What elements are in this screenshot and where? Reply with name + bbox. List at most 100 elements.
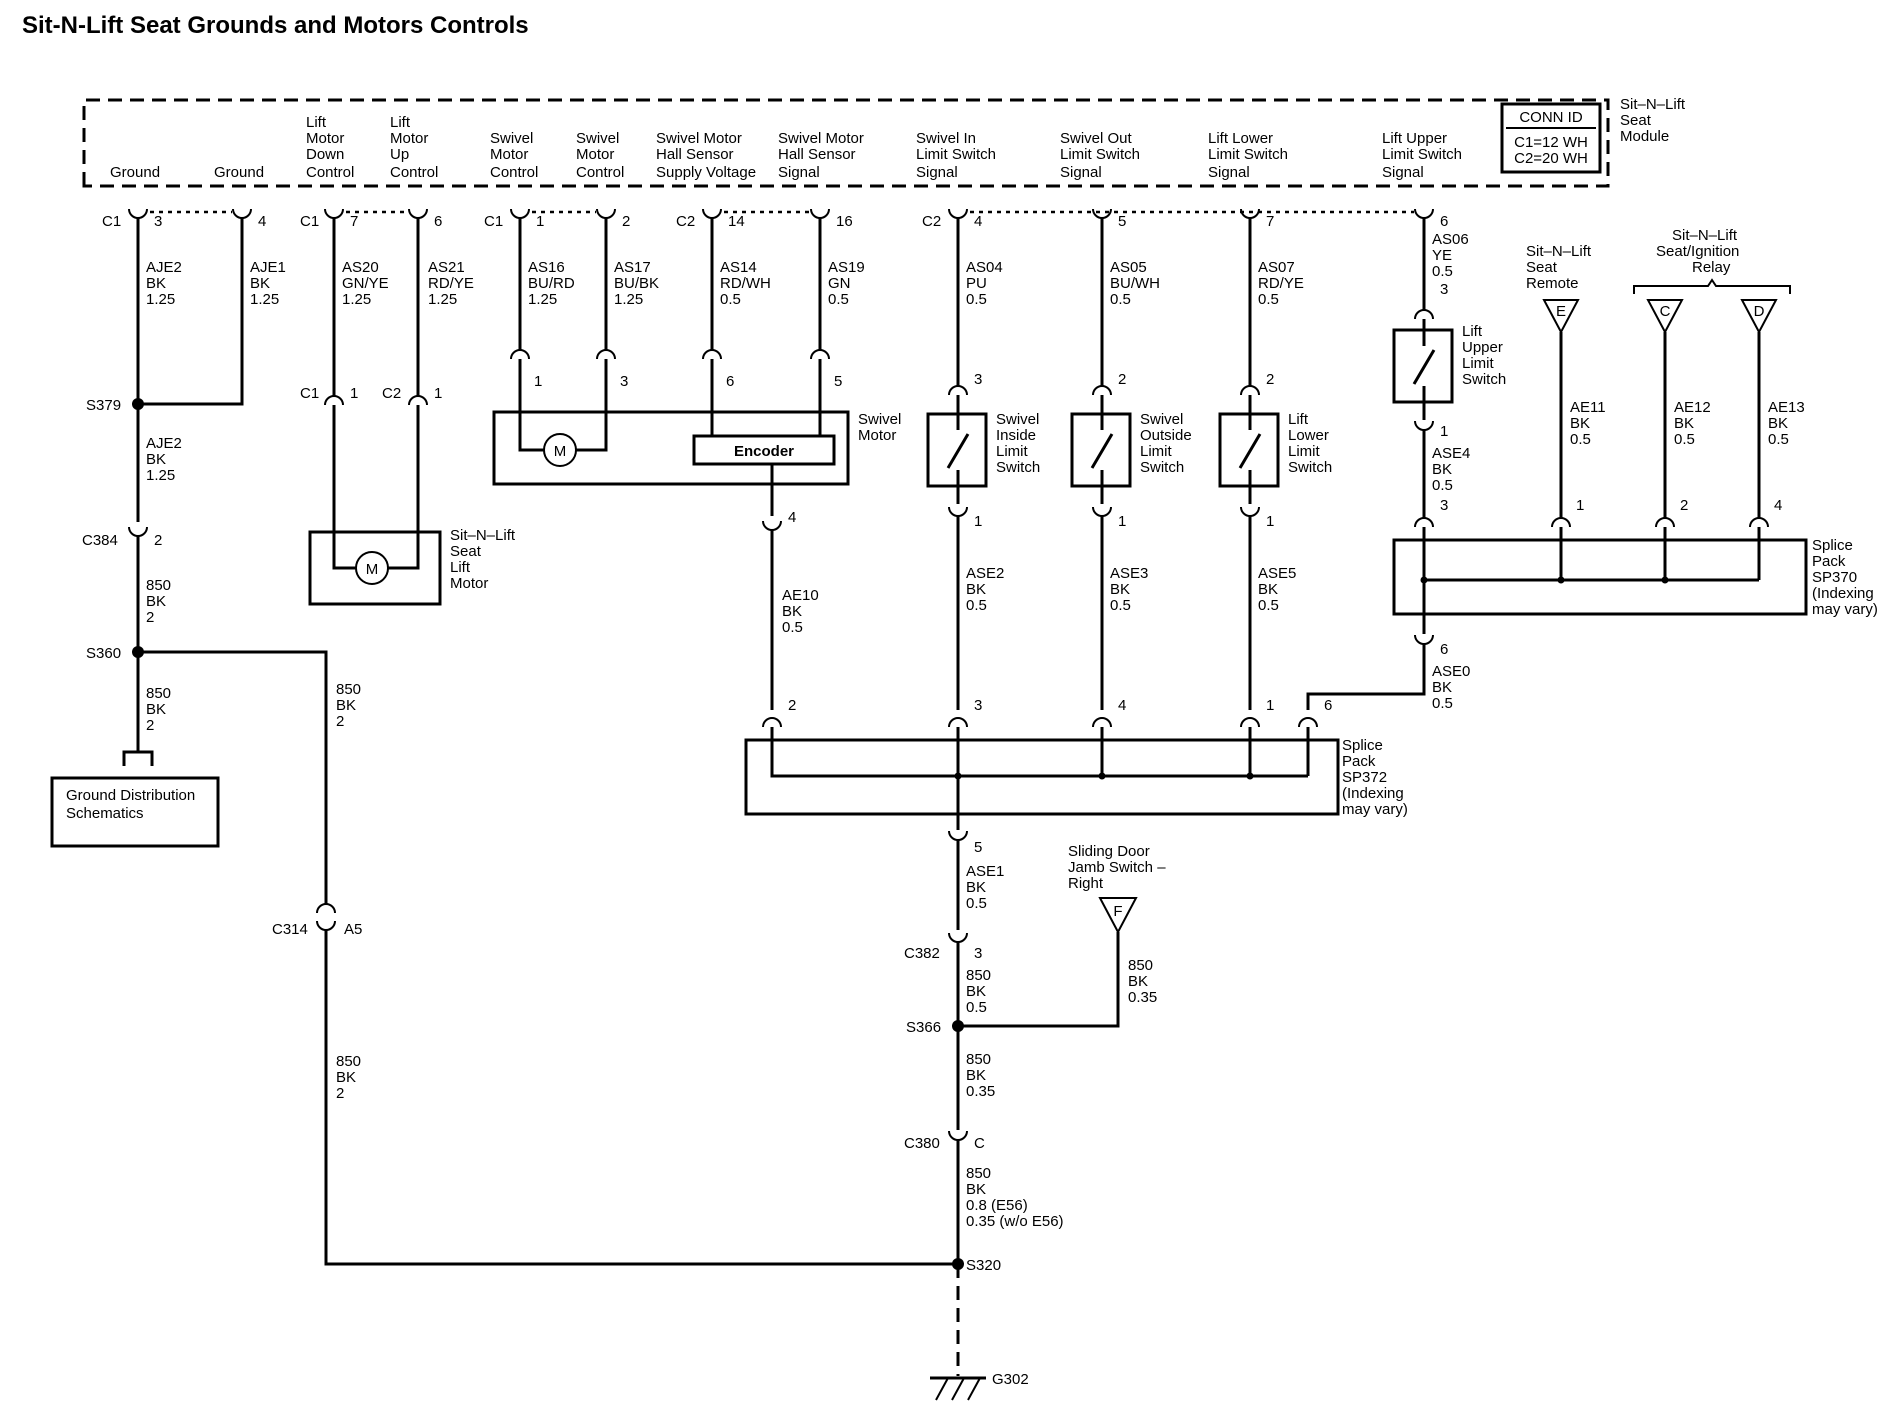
sw-in-pin-3: 3 bbox=[974, 371, 982, 388]
lift-motor-symbol: M bbox=[366, 561, 379, 578]
sp372-pin-1: 1 bbox=[1266, 697, 1274, 714]
sp372-pin-4: 4 bbox=[1118, 697, 1126, 714]
flag-f-letter: F bbox=[1113, 903, 1122, 920]
svg-text:Ground: Ground bbox=[214, 164, 264, 181]
lift-motor-conn-c1: C1 bbox=[300, 385, 319, 402]
lift-motor-pin-1: 1 bbox=[350, 385, 358, 402]
c380-pin: C bbox=[974, 1135, 985, 1152]
pin-4: 4 bbox=[258, 213, 266, 230]
c384-pin: 2 bbox=[154, 532, 162, 549]
conn-c1-c: C1 bbox=[484, 213, 503, 230]
page-title: Sit-N-Lift Seat Grounds and Motors Contr… bbox=[22, 12, 529, 39]
c314-pin: A5 bbox=[344, 921, 362, 938]
sw-in-pin-1: 1 bbox=[974, 513, 982, 530]
pin-7b: 7 bbox=[1266, 213, 1274, 230]
pin-6b: 6 bbox=[1440, 213, 1448, 230]
sp372-pin-6: 6 bbox=[1324, 697, 1332, 714]
lift-upper-pin-3: 3 bbox=[1440, 281, 1448, 298]
sw-out-pin-2: 2 bbox=[1118, 371, 1126, 388]
swivel-pin-5: 5 bbox=[834, 373, 842, 390]
sp372-pin-2: 2 bbox=[788, 697, 796, 714]
encoder-box bbox=[692, 434, 836, 466]
s320-label: S320 bbox=[966, 1257, 1001, 1274]
c382-label: C382 bbox=[904, 945, 940, 962]
flag-e-letter: E bbox=[1556, 303, 1566, 320]
conn-id-title: CONN ID bbox=[1519, 109, 1583, 126]
flag-c bbox=[1646, 299, 1684, 335]
c382-pin: 3 bbox=[974, 945, 982, 962]
swivel-pin-6: 6 bbox=[726, 373, 734, 390]
conn-c1-a: C1 bbox=[102, 213, 121, 230]
s366-label: S366 bbox=[906, 1019, 941, 1036]
module-name: Sit–N–Lift Seat Module bbox=[1620, 96, 1689, 145]
c314-label: C314 bbox=[272, 921, 308, 938]
conn-c1-b: C1 bbox=[300, 213, 319, 230]
pin-16: 16 bbox=[836, 213, 853, 230]
conn-c2-b: C2 bbox=[922, 213, 941, 230]
sp370-pin-1: 1 bbox=[1576, 497, 1584, 514]
s360-label: S360 bbox=[86, 645, 121, 662]
pin-1: 1 bbox=[536, 213, 544, 230]
flag-d-letter: D bbox=[1754, 303, 1765, 320]
splice-pack-sp370 bbox=[1392, 538, 1808, 616]
sp372-pin-5: 5 bbox=[974, 839, 982, 856]
encoder-pin-4: 4 bbox=[788, 509, 796, 526]
encoder-label: Encoder bbox=[734, 443, 794, 460]
sw-out-pin-1: 1 bbox=[1118, 513, 1126, 530]
pin-4b: 4 bbox=[974, 213, 982, 230]
lift-lower-pin-2: 2 bbox=[1266, 371, 1274, 388]
ground-distribution-box bbox=[50, 776, 220, 848]
pin-2: 2 bbox=[622, 213, 630, 230]
pin-14: 14 bbox=[728, 213, 745, 230]
